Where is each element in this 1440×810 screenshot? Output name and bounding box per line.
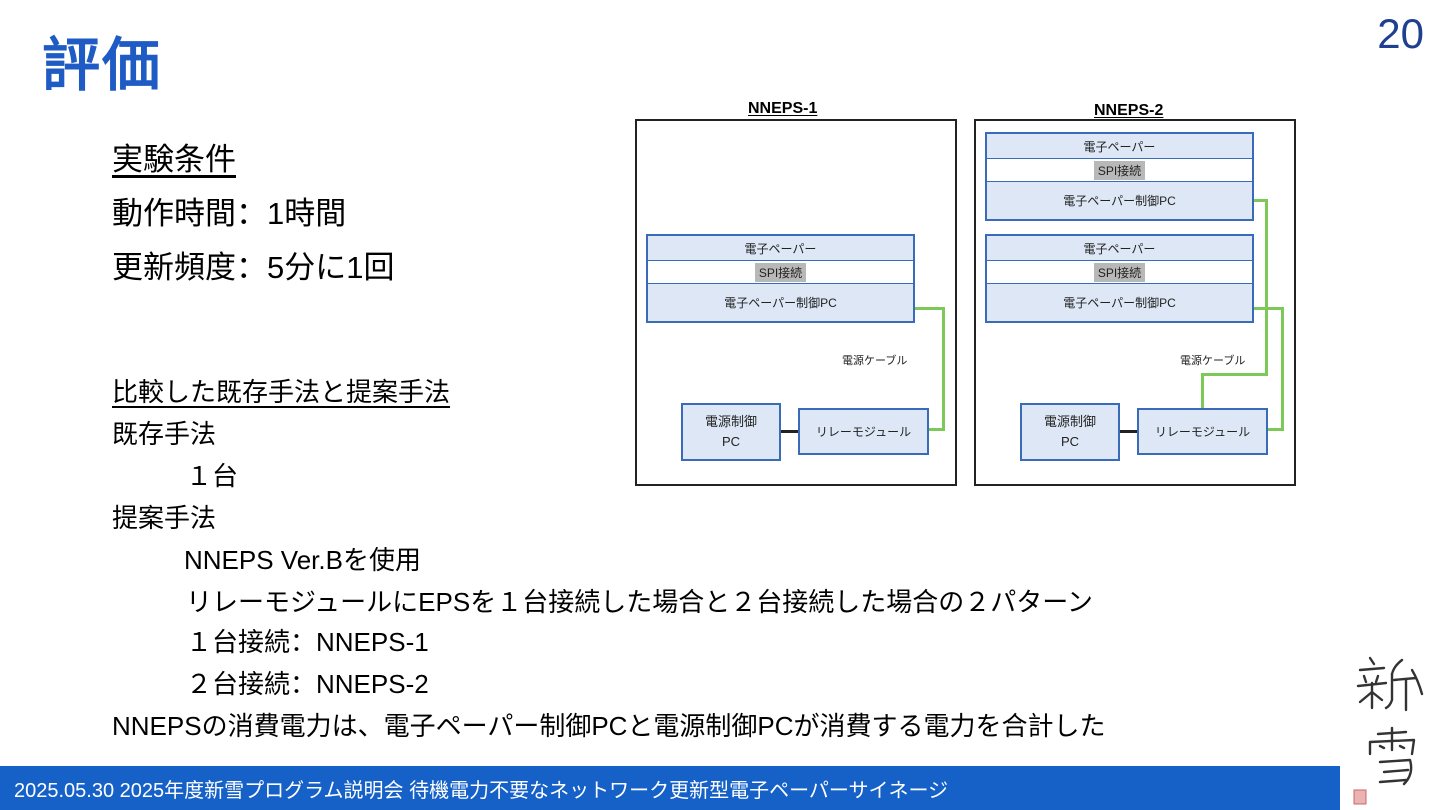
existing-method-label: 既存手法 — [112, 419, 217, 449]
nneps2-power-pc-line2: PC — [1060, 434, 1080, 449]
nneps2-relay: リレーモジュール — [1137, 408, 1268, 455]
nneps2-cable-b-bottom — [1268, 428, 1284, 431]
nneps2-title: NNEPS-2 — [1094, 102, 1164, 119]
proposed-detail-4: ２台接続：NNEPS-2 — [186, 669, 429, 699]
nneps2-cable-a-horizontal — [1201, 373, 1268, 376]
nneps1-cable-vertical — [942, 307, 945, 431]
seal-stamp-icon — [1353, 789, 1367, 805]
proposed-detail-3: １台接続：NNEPS-1 — [186, 627, 429, 657]
nneps2-cable-b-vertical — [1281, 307, 1284, 431]
nneps1-control-pc: 電子ペーパー制御PC — [648, 284, 913, 321]
nneps2-epaper-1: 電子ペーパー — [987, 134, 1252, 159]
nneps1-relay: リレーモジュール — [798, 408, 929, 455]
power-summary: NNEPSの消費電力は、電子ペーパー制御PCと電源制御PCが消費する電力を合計し… — [112, 711, 1106, 741]
nneps2-cable-a-drop — [1201, 373, 1204, 409]
nneps2-spi-label-1: SPI接続 — [1093, 160, 1146, 180]
nneps2-power-pc-line1: 電源制御 — [1043, 414, 1096, 429]
nneps1-power-pc-line1: 電源制御 — [704, 414, 757, 429]
nneps2-epaper-stack-1: 電子ペーパー SPI接続 電子ペーパー制御PC — [985, 132, 1254, 221]
shinsetsu-logo-icon — [1353, 656, 1424, 805]
nneps2-spi-1: SPI接続 — [987, 159, 1252, 182]
page-number: 20 — [1377, 10, 1424, 57]
footer-text: 2025.05.30 2025年度新雪プログラム説明会 待機電力不要なネットワー… — [14, 779, 949, 802]
nneps2-power-pc: 電源制御 PC — [1020, 403, 1120, 461]
proposed-detail-2: リレーモジュールにEPSを１台接続した場合と２台接続した場合の２パターン — [186, 587, 1093, 617]
nneps1-spi: SPI接続 — [648, 261, 913, 284]
nneps1-link — [781, 430, 799, 433]
nneps1-epaper: 電子ペーパー — [648, 236, 913, 261]
slide-title: 評価 — [42, 33, 163, 98]
nneps1-epaper-stack: 電子ペーパー SPI接続 電子ペーパー制御PC — [646, 234, 915, 323]
nneps2-epaper-stack-2: 電子ペーパー SPI接続 電子ペーパー制御PC — [985, 234, 1254, 323]
proposed-method-label: 提案手法 — [112, 503, 217, 533]
nneps1-spi-label: SPI接続 — [754, 262, 807, 282]
conditions-heading: 実験条件 — [112, 142, 236, 177]
condition-frequency: 更新頻度：5分に1回 — [112, 250, 395, 285]
proposed-detail-1: NNEPS Ver.Bを使用 — [184, 545, 421, 575]
nneps2-control-pc-1: 電子ペーパー制御PC — [987, 182, 1252, 219]
nneps2-epaper-2: 電子ペーパー — [987, 236, 1252, 261]
nneps2-cable-b-top — [1254, 307, 1284, 310]
nneps2-link — [1120, 430, 1138, 433]
nneps2-spi-2: SPI接続 — [987, 261, 1252, 284]
nneps2-spi-label-2: SPI接続 — [1093, 262, 1146, 282]
nneps1-cable-label: 電源ケーブル — [842, 355, 908, 367]
nneps1-cable-top — [915, 307, 945, 310]
nneps2-control-pc-2: 電子ペーパー制御PC — [987, 284, 1252, 321]
nneps2-cable-a-vertical — [1265, 199, 1268, 376]
nneps2-cable-label: 電源ケーブル — [1180, 355, 1246, 367]
nneps1-power-pc-line2: PC — [721, 434, 741, 449]
comparison-heading: 比較した既存手法と提案手法 — [112, 377, 451, 407]
condition-duration: 動作時間：1時間 — [112, 196, 347, 231]
footer-bar: 2025.05.30 2025年度新雪プログラム説明会 待機電力不要なネットワー… — [0, 766, 1340, 810]
nneps1-title: NNEPS-1 — [748, 100, 818, 117]
nneps2-cable-a-top — [1254, 199, 1268, 202]
nneps1-power-pc: 電源制御 PC — [681, 403, 781, 461]
existing-method-detail: １台 — [186, 461, 239, 491]
nneps1-cable-bottom — [929, 428, 945, 431]
